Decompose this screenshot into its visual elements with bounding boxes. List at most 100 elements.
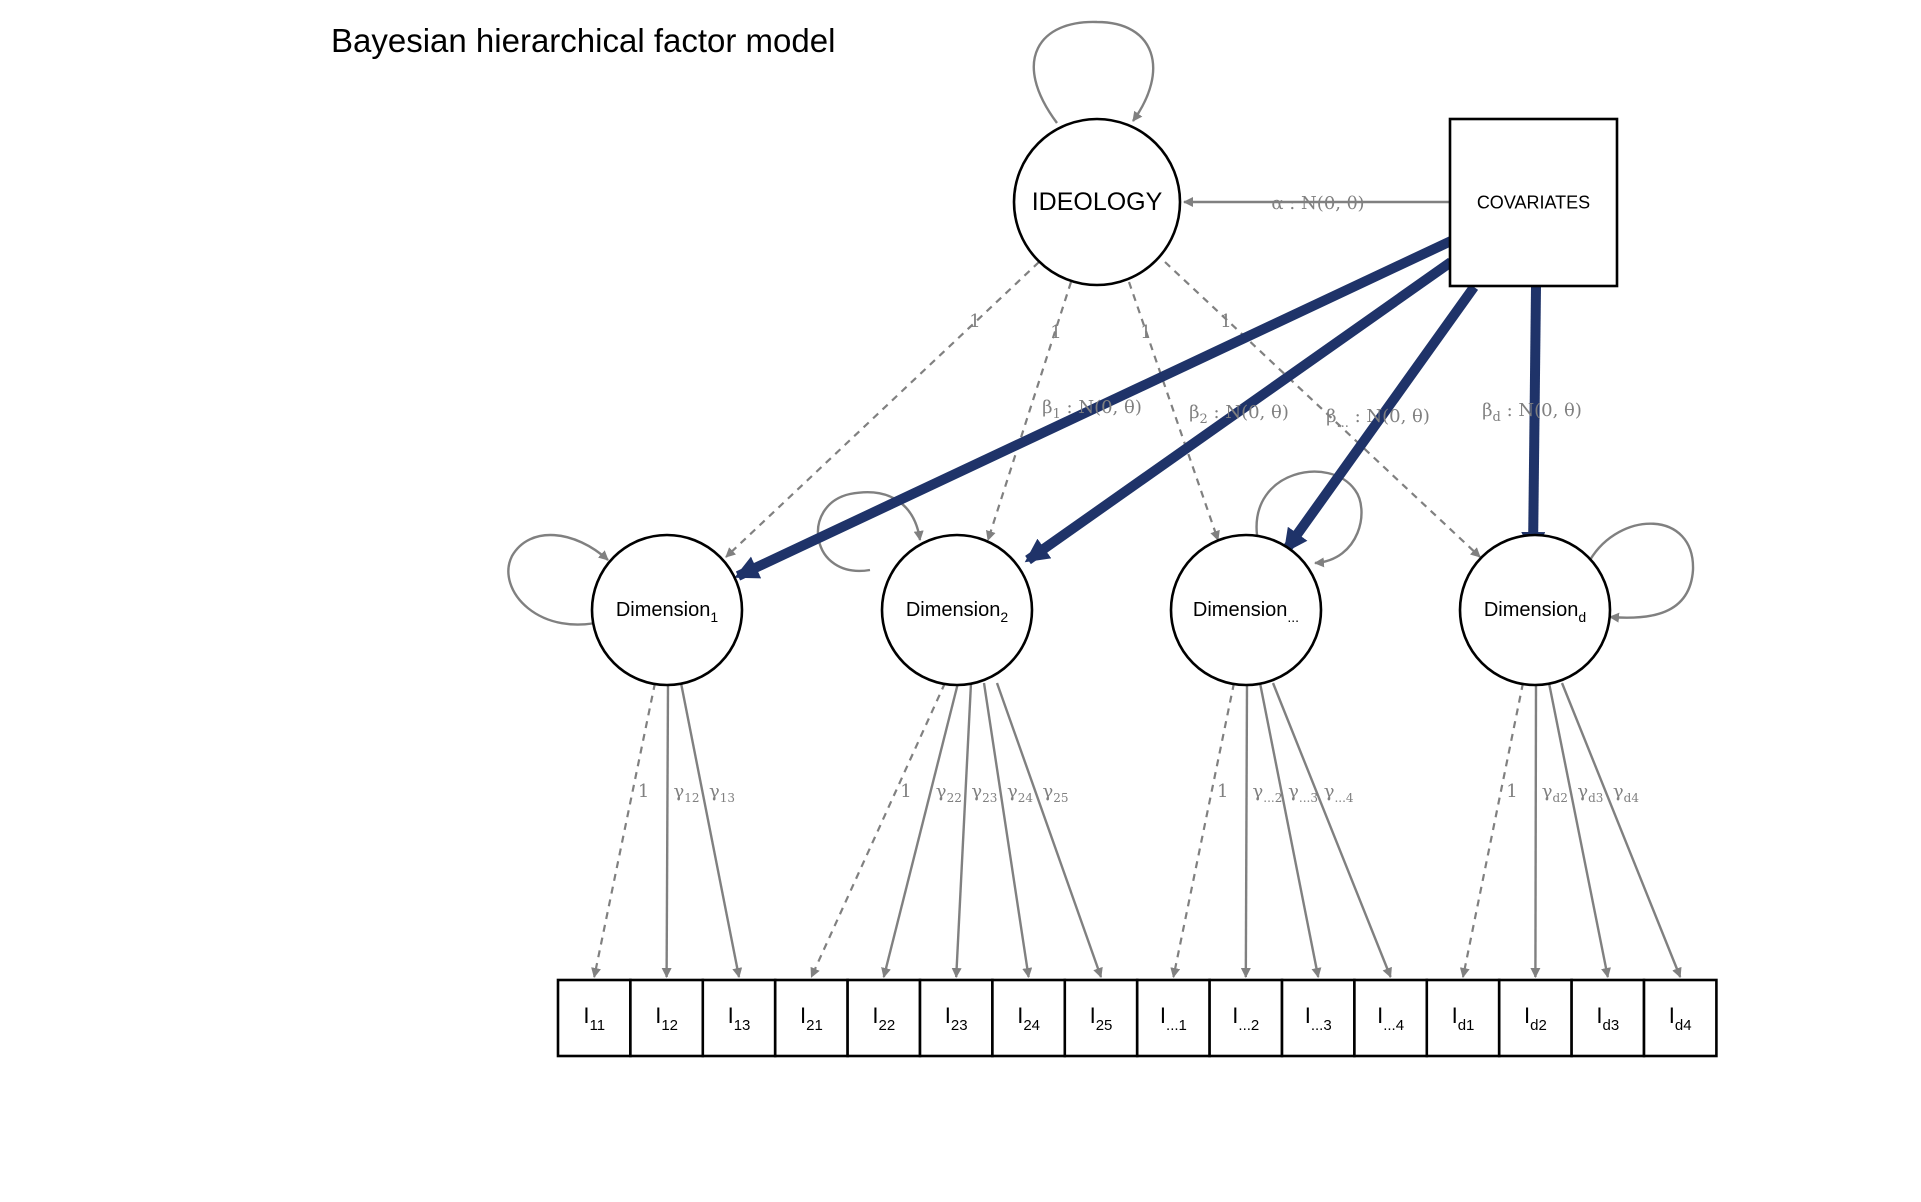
ideology-loading-path-2 bbox=[985, 281, 1073, 541]
gamma-label-3: γ13 bbox=[709, 781, 735, 805]
gamma-label-14: γd2 bbox=[1542, 781, 1568, 805]
beta-path-2 bbox=[1024, 257, 1454, 565]
item-label-10: I...2 bbox=[1232, 1003, 1259, 1034]
item-loading-path-2 bbox=[661, 682, 672, 978]
item-node-11: I...3 bbox=[1280, 978, 1356, 1058]
dimension-3-variance-loop bbox=[1255, 470, 1363, 568]
item-label-7: I24 bbox=[1017, 1003, 1040, 1034]
ideology-loading-path-4 bbox=[1164, 261, 1481, 558]
dimension-2-variance-loop bbox=[816, 491, 924, 573]
gamma-label-8: γ25 bbox=[1043, 781, 1069, 805]
item-node-8: I25 bbox=[1063, 978, 1139, 1058]
item-node-5: I22 bbox=[846, 978, 922, 1058]
item-node-6: I23 bbox=[918, 978, 994, 1058]
gamma-label-5: γ22 bbox=[936, 781, 962, 805]
item-node-1: I11 bbox=[556, 978, 632, 1058]
item-node-4: I21 bbox=[773, 978, 849, 1058]
ideology-variance-loop bbox=[1032, 20, 1155, 124]
item-loading-path-12 bbox=[1271, 682, 1392, 978]
ideology-node: IDEOLOGY bbox=[1012, 117, 1182, 287]
gamma-label-4: 1 bbox=[900, 781, 911, 802]
item-loading-path-8 bbox=[995, 682, 1103, 978]
item-loading-path-11 bbox=[1258, 682, 1322, 978]
item-label-2: I12 bbox=[655, 1003, 678, 1034]
item-label-13: Id1 bbox=[1452, 1003, 1475, 1034]
item-node-7: I24 bbox=[991, 978, 1067, 1058]
edges-layer bbox=[507, 20, 1695, 978]
item-loading-path-5 bbox=[881, 682, 960, 978]
item-loading-path-13 bbox=[1459, 682, 1525, 978]
item-label-9: I...1 bbox=[1160, 1003, 1187, 1034]
ideology-loading-path-1 bbox=[725, 261, 1040, 558]
gamma-label-11: γ...3 bbox=[1288, 781, 1318, 805]
alpha-label: α : N(0, θ) bbox=[1271, 193, 1364, 214]
item-label-5: I22 bbox=[872, 1003, 895, 1034]
item-label-6: I23 bbox=[945, 1003, 968, 1034]
gamma-label-12: γ...4 bbox=[1324, 781, 1354, 805]
beta-path-3 bbox=[1281, 284, 1479, 554]
dimension-node-2: Dimension2 bbox=[880, 533, 1034, 687]
item-loading-path-15 bbox=[1547, 682, 1611, 978]
item-node-2: I12 bbox=[629, 978, 705, 1058]
dimension-node-3: Dimension... bbox=[1169, 533, 1323, 687]
dimension-label-4: Dimensiond bbox=[1484, 599, 1586, 625]
gamma-label-13: 1 bbox=[1506, 781, 1517, 802]
dimension-label-2: Dimension2 bbox=[906, 599, 1008, 625]
item-label-15: Id3 bbox=[1596, 1003, 1619, 1034]
gamma-label-2: γ12 bbox=[673, 781, 699, 805]
beta-label-1: β1 : N(0, θ) bbox=[1042, 397, 1142, 422]
nodes-layer: IDEOLOGY COVARIATES Dimension1 Dimension2 Di… bbox=[556, 117, 1718, 1058]
gamma-label-6: γ23 bbox=[971, 781, 997, 805]
item-node-12: I...4 bbox=[1353, 978, 1429, 1058]
item-loading-path-6 bbox=[951, 682, 973, 978]
item-loading-path-7 bbox=[982, 682, 1033, 978]
item-node-3: I13 bbox=[701, 978, 777, 1058]
dimension-label-1: Dimension1 bbox=[616, 599, 718, 625]
gamma-label-7: γ24 bbox=[1007, 781, 1033, 805]
covariates-node: COVARIATES bbox=[1448, 117, 1619, 288]
gamma-label-15: γd3 bbox=[1577, 781, 1603, 805]
beta-label-4: βd : N(0, θ) bbox=[1482, 400, 1582, 425]
dimension-node-4: Dimensiond bbox=[1458, 533, 1612, 687]
item-loading-path-1 bbox=[591, 682, 657, 978]
item-node-10: I...2 bbox=[1208, 978, 1284, 1058]
ideology-loading-label-1: 1 bbox=[969, 311, 980, 332]
beta-label-2: β2 : N(0, θ) bbox=[1189, 402, 1289, 427]
gamma-label-1: 1 bbox=[638, 781, 649, 802]
item-label-4: I21 bbox=[800, 1003, 823, 1034]
ideology-loading-label-4: 1 bbox=[1220, 311, 1231, 332]
item-node-14: Id2 bbox=[1497, 978, 1573, 1058]
diagram-title: Bayesian hierarchical factor model bbox=[331, 22, 835, 59]
beta-path-4 bbox=[1521, 286, 1546, 556]
ideology-loading-path-3 bbox=[1127, 281, 1220, 541]
item-node-15: Id3 bbox=[1570, 978, 1646, 1058]
item-label-3: I13 bbox=[728, 1003, 751, 1034]
item-label-16: Id4 bbox=[1669, 1003, 1692, 1034]
ideology-label: IDEOLOGY bbox=[1032, 188, 1163, 216]
ideology-loading-label-3: 1 bbox=[1140, 322, 1151, 343]
ideology-loading-label-2: 1 bbox=[1050, 322, 1061, 343]
item-label-14: Id2 bbox=[1524, 1003, 1547, 1034]
item-loading-path-14 bbox=[1530, 682, 1541, 978]
item-label-8: I25 bbox=[1090, 1003, 1113, 1034]
beta-label-3: β... : N(0, θ) bbox=[1326, 406, 1430, 431]
dimension-d-variance-loop bbox=[1588, 522, 1695, 623]
edge-labels-layer: α : N(0, θ) 1 1 1 1 β1 : N(0, θ) β2 : N(0, θ) β… bbox=[638, 193, 1639, 805]
item-node-9: I...1 bbox=[1135, 978, 1211, 1058]
item-loading-path-4 bbox=[810, 682, 947, 978]
dimension-label-3: Dimension... bbox=[1193, 599, 1299, 625]
item-node-16: Id4 bbox=[1642, 978, 1718, 1058]
item-loading-path-3 bbox=[679, 682, 743, 978]
gamma-label-16: γd4 bbox=[1613, 781, 1639, 805]
beta-path-1 bbox=[734, 236, 1454, 581]
item-label-12: I...4 bbox=[1377, 1003, 1404, 1034]
item-loading-path-9 bbox=[1170, 682, 1236, 978]
item-label-11: I...3 bbox=[1305, 1003, 1332, 1034]
item-loading-path-10 bbox=[1240, 682, 1251, 978]
item-label-1: I11 bbox=[583, 1003, 605, 1034]
dimension-1-variance-loop bbox=[507, 533, 609, 626]
item-loading-path-16 bbox=[1560, 682, 1682, 978]
item-node-13: Id1 bbox=[1425, 978, 1501, 1058]
covariates-label: COVARIATES bbox=[1477, 193, 1590, 213]
